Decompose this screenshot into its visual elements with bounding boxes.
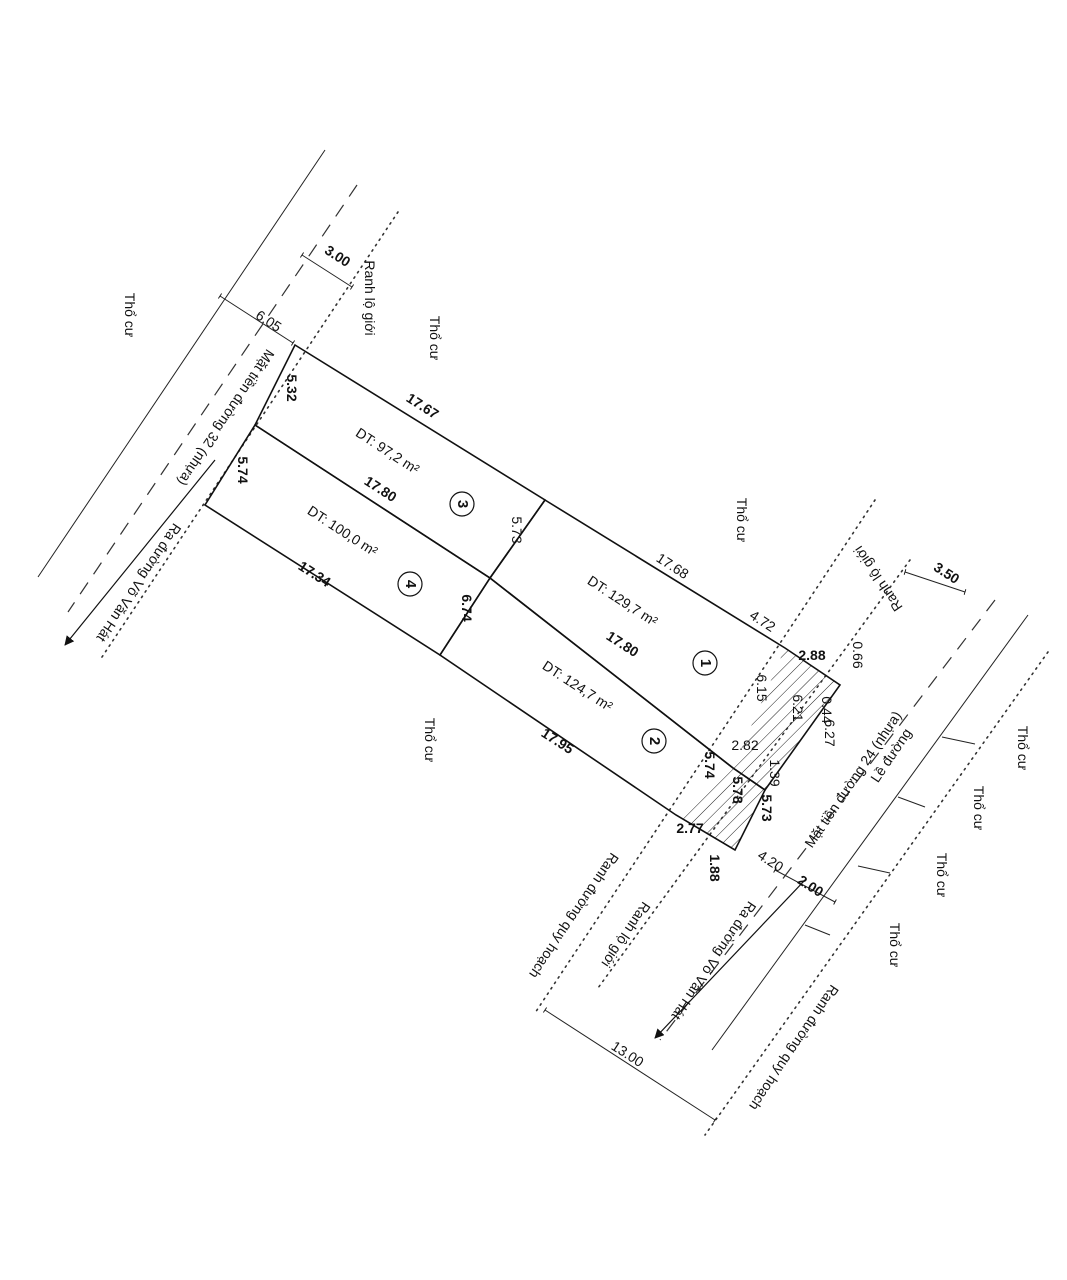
planning-right-label: Ranh đường quy hoạch [746,982,842,1113]
planning-line-right [704,651,1049,1136]
lot-number-4: 4 [397,571,423,597]
setback-hatch-lot2 [676,768,765,850]
setback-right-label: Ranh lộ giới [850,543,905,614]
road24-shoulder-dim [773,867,837,905]
dim-1-88: 1.88 [707,854,723,881]
lot-number-3: 3 [449,491,475,517]
dim-3-00: 3.00 [322,242,354,270]
road24-edge [711,614,1029,1051]
neighbor-se4: Thổ cư [887,923,903,967]
lot-number-2: 2 [641,728,667,754]
road32-setback-line [99,211,399,661]
lot-divider-se3 [857,865,891,874]
neighbor-ne: Thổ cư [734,498,750,542]
dim-6-27: 6.27 [822,719,838,746]
setback-hatch-lot1 [733,648,840,790]
road32-surface-label: Mặt tiền đường 32 (nhựa) [174,347,277,489]
dim-4-72: 4.72 [747,607,779,635]
dim-5-78: 5.78 [730,776,746,803]
road-32 [37,149,399,661]
dim-2-00: 2.00 [795,872,827,900]
planning-line-bottom [534,499,876,1014]
dim-1-39: 1.39 [767,759,783,786]
lots [203,343,842,852]
dim-17-68: 17.68 [654,550,692,583]
setback-line-right [597,559,911,989]
lot-2-area: DT: 124,7 m² [540,657,616,714]
road32-centerline [67,184,358,613]
dim-17-95: 17.95 [539,725,577,758]
dim-5-74-left: 5.74 [235,456,251,483]
road24-to-label: Ra đường Võ Văn Hát [669,899,760,1023]
lot-1-area: DT: 129,7 m² [585,572,661,629]
dim-6-15: 6.15 [754,674,770,701]
road24-setback-dim [903,569,967,595]
dim-6-74-mid: 6.74 [459,594,475,621]
dim-2-88: 2.88 [798,647,825,663]
dim-17-80-mid: 17.80 [362,473,400,506]
dim-2-77: 2.77 [676,820,703,836]
dim-6-21: 6.21 [790,694,806,721]
setback-top-label: Ranh lộ giới [362,260,378,335]
dim-17-34: 17.34 [296,558,334,591]
lot-divider-se2 [897,796,926,808]
lot-4-area: DT: 100,0 m² [305,502,381,559]
neighbor-se2: Thổ cư [971,786,987,830]
lot-divider-se4 [804,924,831,936]
lot-badge-3 [449,491,475,517]
lot-number-text-3: 3 [454,500,471,508]
lot-badge-4 [397,571,423,597]
neighbor-n: Thổ cư [427,316,443,360]
neighbor-se3: Thổ cư [934,853,950,897]
lot-badge-2 [641,728,667,754]
neighbor-se1: Thổ cư [1015,726,1031,770]
dim-5-73-mid: 5.73 [509,516,525,543]
lot-badge-1 [692,650,718,676]
lot-number-text-1: 1 [697,659,714,667]
dim-0-44: 0.44 [819,696,835,723]
road24-total-width-dim [542,1007,718,1123]
dim-0-66: 0.66 [850,641,866,668]
setback-bottom-label: Ranh lộ giới [598,899,653,970]
road24-centerline [659,599,996,1041]
dim-2-82: 2.82 [731,737,758,753]
lot-number-text-2: 2 [646,737,663,745]
dim-5-32: 5.32 [284,374,300,401]
neighbor-nw: Thổ cư [122,293,138,337]
road32-direction-arrow [64,459,216,646]
lot-number-text-4: 4 [402,580,419,589]
dim-4-20: 4.20 [755,847,787,875]
lot-2-outline [438,576,767,852]
lot-number-1: 1 [692,650,718,676]
lot-3-area: DT: 97,2 m² [353,424,423,477]
road32-outer-edge [37,149,326,578]
dim-5-73-right: 5.73 [759,794,775,821]
road32-setback-dim [300,252,354,290]
road32-width-dim [217,293,296,346]
dim-17-80-lower: 17.80 [604,628,642,661]
dim-17-67: 17.67 [404,390,442,423]
road24-surface-label: Mặt tiền đường 24 (nhựa) [801,708,904,850]
road32-to-label: Ra đường Võ Văn Hát [94,521,185,645]
dim-3-50: 3.50 [931,559,963,587]
lot-divider-se1 [941,736,976,745]
road-24 [534,499,1049,1136]
neighbor-s: Thổ cư [422,718,438,762]
dim-13-00: 13.00 [609,1038,647,1071]
dim-5-74-right: 5.74 [702,751,718,778]
